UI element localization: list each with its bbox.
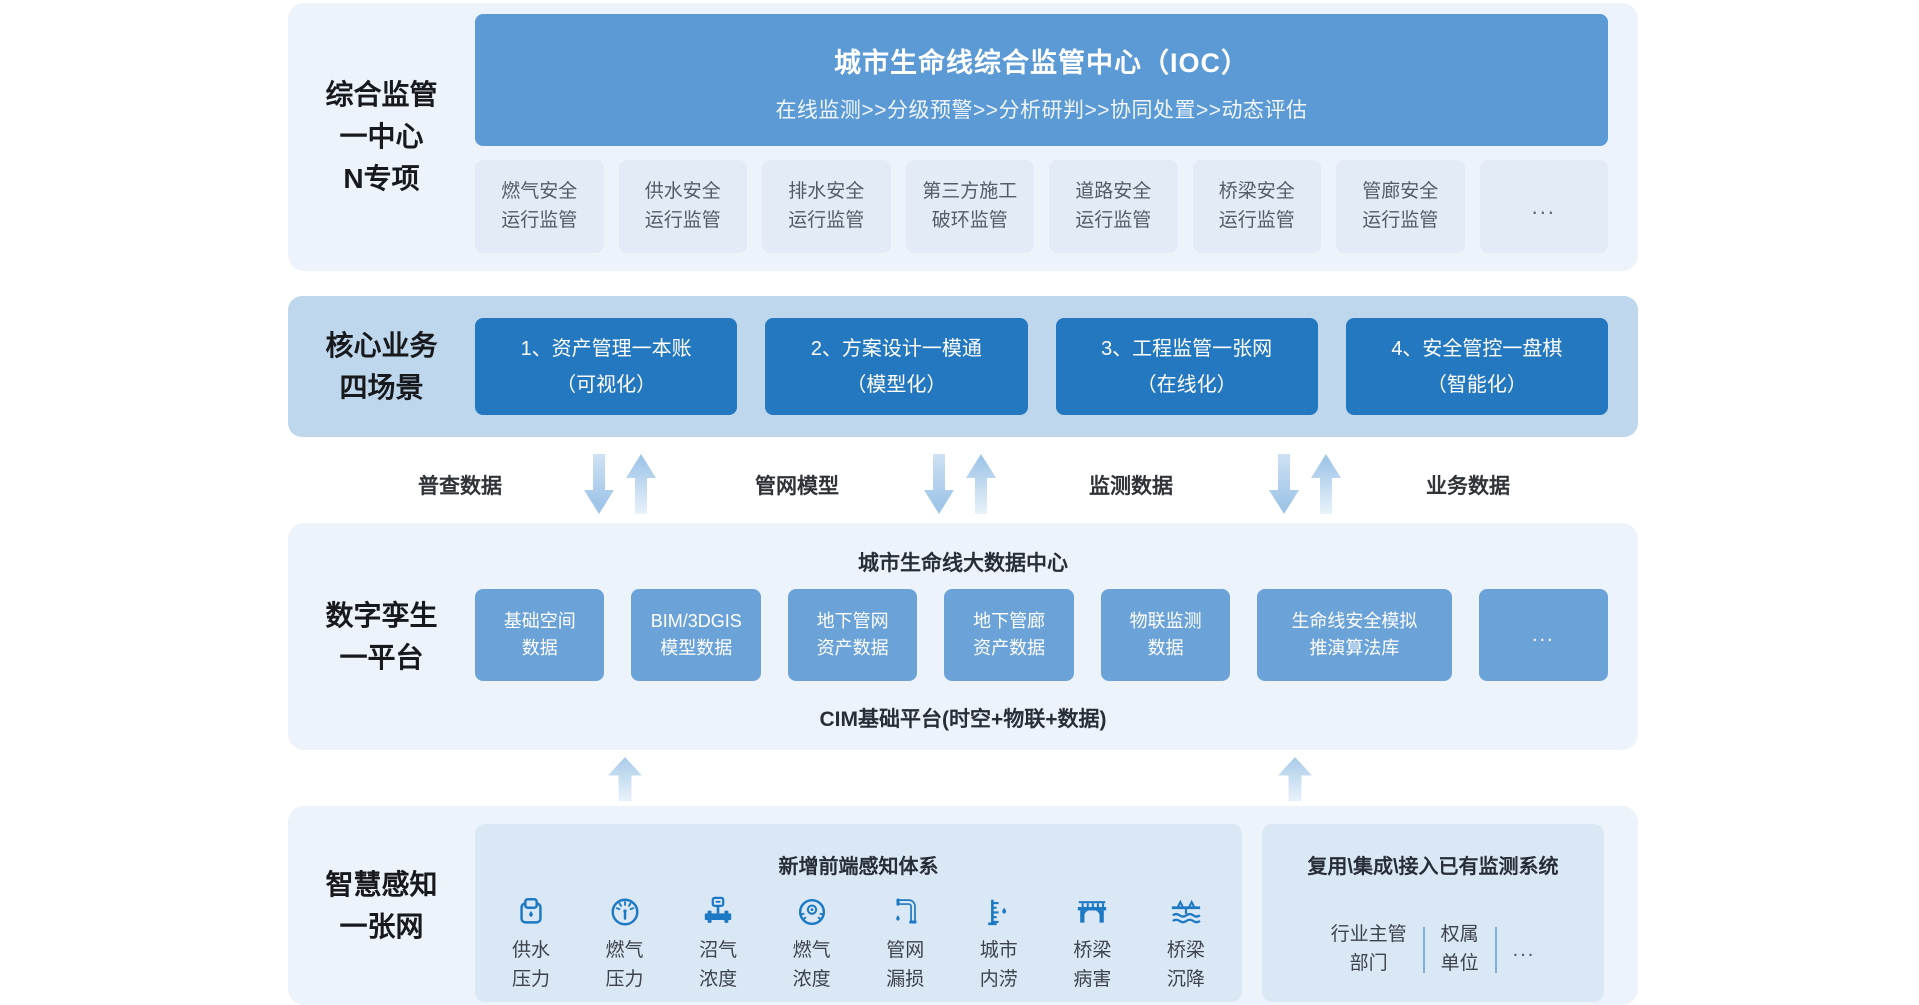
dataflow-arrow-pair: [1269, 454, 1341, 516]
sensor-label: 供水 压力: [511, 940, 550, 990]
arrow-up-icon: [966, 454, 996, 514]
pipe-leak-icon: [888, 893, 922, 929]
cim-platform-title: CIM基础平台(时空+物联+数据): [819, 708, 1107, 731]
card-safety-control: 4、安全管控一盘棋 （智能化）: [1345, 318, 1608, 415]
midbox-more: ...: [1478, 589, 1609, 681]
ioc-header-box: 城市生命线综合监管中心（IOC） 在线监测>>分级预警>>分析研判>>协同处置>…: [475, 14, 1608, 146]
dataflow-arrow-pair: [924, 454, 996, 516]
gas-sensor-icon: [795, 893, 829, 929]
df-label-pipeline-model: 管网模型: [755, 475, 839, 498]
pressure-gauge-icon: [608, 893, 642, 929]
business-card-row: 1、资产管理一本账 （可视化） 2、方案设计一模通 （模型化） 3、工程监管一张…: [475, 318, 1608, 415]
sensor-bridge-settlement: 桥梁 沉降: [1154, 893, 1218, 994]
business-side-label: 核心业务 四场景: [325, 329, 438, 403]
platform-box-row: 基础空间 数据 BIM/3DGIS 模型数据 地下管网 资产数据 地下管廊 资产…: [475, 589, 1609, 681]
water-level-icon: [982, 893, 1016, 929]
reuse-item-more: ...: [1512, 938, 1536, 961]
arrow-up-icon: [608, 757, 642, 801]
ioc-title: 城市生命线综合监管中心（IOC）: [833, 48, 1249, 78]
sensor-gas-concentration: 燃气 浓度: [780, 893, 844, 994]
reuse-item-owner-unit: 权属 单位: [1440, 924, 1479, 974]
pipe-valve-icon: [701, 893, 735, 929]
chip-water-supply: 供水安全 运行监管: [618, 160, 747, 253]
sensor-label: 管网 漏损: [886, 940, 925, 990]
midbox-basic-spatial: 基础空间 数据: [475, 589, 605, 681]
reuse-divider: [1422, 926, 1425, 973]
chip-road-safety: 道路安全 运行监管: [1049, 160, 1178, 253]
sensing-side-label: 智慧感知 一张网: [325, 868, 438, 942]
sensor-label: 燃气 浓度: [792, 940, 831, 990]
midbox-lifeline-simulation: 生命线安全模拟 推演算法库: [1257, 589, 1452, 681]
card-scheme-design: 2、方案设计一模通 （模型化）: [765, 318, 1028, 415]
sensor-biogas-concentration: 沼气 浓度: [686, 893, 750, 994]
df-label-monitoring: 监测数据: [1089, 475, 1173, 498]
bridge-settle-icon: [1169, 893, 1203, 929]
sensor-pipe-leakage: 管网 漏损: [873, 893, 937, 994]
arrow-down-icon: [584, 454, 614, 514]
sensor-bridge-defect: 桥梁 病害: [1060, 893, 1124, 994]
new-sensing-panel: 新增前端感知体系 供水 压力: [475, 824, 1242, 1002]
midbox-underground-corridor: 地下管廊 资产数据: [944, 589, 1074, 681]
chip-corridor-safety: 管廊安全 运行监管: [1336, 160, 1465, 253]
arrow-up-icon: [1278, 757, 1312, 801]
platform-side-label: 数字孪生 一平台: [325, 599, 438, 673]
ioc-subtitle: 在线监测>>分级预警>>分析研判>>协同处置>>动态评估: [775, 99, 1308, 122]
supervision-chip-row: 燃气安全 运行监管 供水安全 运行监管 排水安全 运行监管 第三方施工 破环监管…: [475, 160, 1608, 253]
arrow-up-icon: [626, 454, 656, 514]
df-label-business: 业务数据: [1426, 475, 1510, 498]
sensor-label: 燃气 压力: [605, 940, 644, 990]
chip-third-party: 第三方施工 破环监管: [905, 160, 1034, 253]
sensor-water-pressure: 供水 压力: [499, 893, 563, 994]
arrow-down-icon: [924, 454, 954, 514]
sensor-row: 供水 压力 燃气 压力: [475, 879, 1242, 994]
dataflow-row: 普查数据 管网模型 监测数据 业务数据: [288, 450, 1638, 520]
df-label-census: 普查数据: [418, 475, 502, 498]
section-supervision: 综合监管 一中心 N专项 城市生命线综合监管中心（IOC） 在线监测>>分级预警…: [288, 3, 1638, 271]
reuse-items-row: 行业主管 部门 权属 单位 ...: [1262, 921, 1604, 978]
reuse-systems-panel: 复用\集成\接入已有监测系统 行业主管 部门 权属 单位 ...: [1262, 824, 1604, 1002]
section-business: 核心业务 四场景 1、资产管理一本账 （可视化） 2、方案设计一模通 （模型化）…: [288, 296, 1638, 437]
chip-gas-safety: 燃气安全 运行监管: [475, 160, 604, 253]
new-sensing-title: 新增前端感知体系: [778, 856, 939, 878]
sensor-label: 城市 内涝: [979, 940, 1018, 990]
sensor-urban-waterlogging: 城市 内涝: [967, 893, 1031, 994]
arrow-down-icon: [1269, 454, 1299, 514]
midbox-underground-pipeline: 地下管网 资产数据: [787, 589, 918, 681]
reuse-divider: [1494, 926, 1497, 973]
bigdata-center-title: 城市生命线大数据中心: [858, 552, 1068, 575]
card-asset-management: 1、资产管理一本账 （可视化）: [475, 318, 738, 415]
sensor-label: 桥梁 沉降: [1166, 940, 1205, 990]
arrow-up-icon: [1311, 454, 1341, 514]
card-project-supervision: 3、工程监管一张网 （在线化）: [1055, 318, 1318, 415]
supervision-side-label: 综合监管 一中心 N专项: [325, 79, 438, 194]
reuse-item-industry-dept: 行业主管 部门: [1330, 924, 1407, 974]
section-platform: 数字孪生 一平台 城市生命线大数据中心 基础空间 数据 BIM/3DGIS 模型…: [288, 523, 1638, 750]
chip-bridge-safety: 桥梁安全 运行监管: [1192, 160, 1321, 253]
chip-more: ...: [1479, 160, 1608, 253]
chip-drainage: 排水安全 运行监管: [762, 160, 891, 253]
dataflow-arrow-pair: [584, 454, 656, 516]
bridge-icon: [1075, 893, 1109, 929]
midbox-iot-monitoring: 物联监测 数据: [1100, 589, 1231, 681]
section-sensing: 智慧感知 一张网 新增前端感知体系 供水 压力: [288, 806, 1638, 1005]
midbox-bim-3dgis: BIM/3DGIS 模型数据: [631, 589, 761, 681]
sensor-label: 桥梁 病害: [1073, 940, 1112, 990]
reuse-systems-title: 复用\集成\接入已有监测系统: [1307, 856, 1559, 878]
water-meter-icon: [514, 893, 548, 929]
sensor-label: 沼气 浓度: [699, 940, 738, 990]
sensor-gas-pressure: 燃气 压力: [593, 893, 657, 994]
